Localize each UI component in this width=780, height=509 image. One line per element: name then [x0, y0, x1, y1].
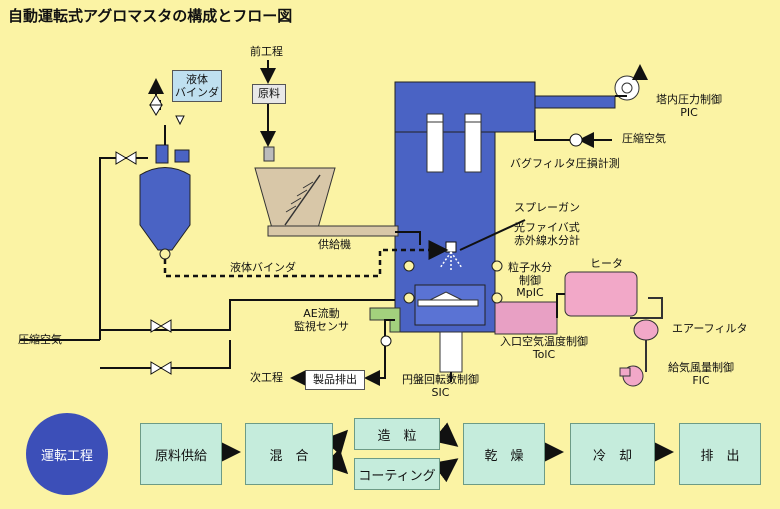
step-coating: コーティング [354, 458, 440, 490]
process-arrows [217, 422, 674, 483]
product-discharge-box: 製品排出 [305, 370, 365, 390]
inlet-temp-label: 入口空気温度制御 TolC [500, 335, 588, 361]
step-granulation: 造 粒 [354, 418, 440, 450]
air-filter-label: エアーフィルタ [672, 322, 748, 335]
feeder-label: 供給機 [318, 238, 351, 251]
bag-filter-label: バグフィルタ圧損計測 [510, 157, 620, 170]
tower-pressure-label: 塔内圧力制御 PIC [656, 93, 722, 119]
fiber-ir-label: 光ファイバ式 赤外線水分計 [514, 221, 580, 247]
diagram-title: 自動運転式アグロマスタの構成とフロー図 [8, 7, 293, 25]
step-mixing: 混 合 [245, 423, 333, 485]
step-cooling: 冷 却 [570, 423, 655, 485]
liquid-binder-box: 液体 バインダ [172, 70, 222, 102]
prev-process-label: 前工程 [250, 45, 283, 58]
granulator-tower [394, 81, 616, 373]
step-raw-supply: 原料供給 [140, 423, 222, 485]
spray-gun [439, 241, 463, 270]
disc-speed-label: 円盤回転数制御 SIC [402, 373, 479, 399]
process-header: 運転工程 [26, 413, 108, 495]
valves [115, 94, 583, 375]
step-drying: 乾 燥 [463, 423, 545, 485]
heater-label: ヒータ [590, 257, 623, 270]
supply-air-flow-label: 給気風量制御 FIC [668, 361, 734, 387]
spray-gun-label: スプレーガン [514, 201, 580, 214]
air-supply-train [564, 75, 663, 387]
next-process-label: 次工程 [250, 371, 283, 384]
raw-material-box: 原料 [252, 84, 286, 104]
step-discharge: 排 出 [679, 423, 761, 485]
hopper-feeder [254, 146, 399, 237]
binder-vessel [139, 144, 191, 260]
liquid-binder-line-label: 液体バインダ [230, 261, 296, 274]
particle-moisture-label: 粒子水分 制御 MpIC [508, 261, 552, 300]
compressed-air-right-label: 圧縮空気 [622, 132, 666, 145]
compressed-air-left-label: 圧縮空気 [18, 333, 62, 346]
binder-line [163, 240, 449, 278]
ae-sensor-label: AE流動 監視センサ [294, 307, 349, 333]
